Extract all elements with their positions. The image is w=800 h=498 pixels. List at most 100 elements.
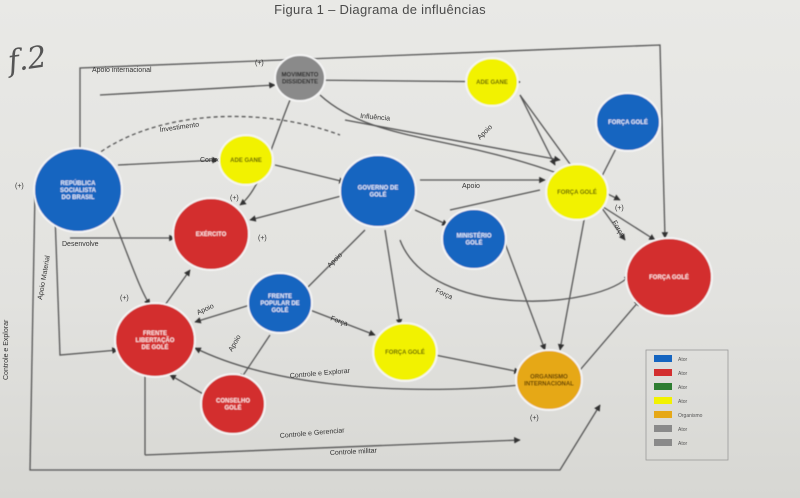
legend-swatch xyxy=(654,397,672,404)
node-circle xyxy=(625,237,713,317)
edge-line xyxy=(557,214,586,351)
node-exer: EXÉRCITO xyxy=(172,197,250,271)
legend-label: Ator xyxy=(678,371,688,377)
edge-label: Influência xyxy=(360,113,391,123)
edge-label: Apoio internacional xyxy=(92,67,152,74)
sign-label: (+) xyxy=(230,195,239,202)
edge-label: Força xyxy=(329,315,348,328)
edge-label: Controle e Gerenciar xyxy=(280,427,346,440)
edge-label: Desenvolve xyxy=(62,241,99,248)
edge-line xyxy=(434,354,521,375)
legend-swatch xyxy=(654,425,672,432)
edge-line xyxy=(599,204,656,241)
edge-line xyxy=(239,334,271,381)
edge-label: Força xyxy=(610,220,625,239)
node-y2: ADE GANE xyxy=(218,134,274,186)
legend-swatch xyxy=(654,411,672,418)
node-circle xyxy=(218,134,274,186)
sign-label: (+) xyxy=(258,235,267,242)
legend-swatch xyxy=(654,439,672,446)
node-label: ADE GANE xyxy=(230,158,262,164)
edge-label: Controle e Explorar xyxy=(290,368,351,380)
node-label: FORÇA GOLÉ xyxy=(557,188,597,196)
edge-line xyxy=(499,229,546,351)
edge-label: Apoio xyxy=(462,183,480,190)
edge-line xyxy=(194,304,251,324)
node-label: FORÇA GOLÉ xyxy=(608,118,648,126)
node-yforca: FORÇA GOLÉ xyxy=(372,322,438,382)
node-circle xyxy=(33,147,123,233)
edge-line xyxy=(449,189,541,211)
edge-line xyxy=(309,309,376,336)
node-y1: ADE GANE xyxy=(465,57,519,107)
edge-label: Controle militar xyxy=(330,448,378,457)
edge-line xyxy=(169,374,206,396)
node-circle xyxy=(441,208,507,270)
legend-label: Ator xyxy=(678,385,688,391)
sign-label: (+) xyxy=(530,415,539,422)
node-ysmall: FORÇA GOLÉ xyxy=(545,163,609,221)
legend-label: Ator xyxy=(678,357,688,363)
node-b2: FORÇA GOLÉ xyxy=(595,92,661,152)
node-circle xyxy=(200,373,266,435)
edge-line xyxy=(344,119,561,163)
edge-label: Investimento xyxy=(159,122,199,134)
figure-title: Figura 1 – Diagrama de influências xyxy=(274,2,486,17)
legend-label: Ator xyxy=(678,399,688,405)
edge-label: Apoio Material xyxy=(37,255,52,301)
edge-label: Força xyxy=(434,287,453,301)
node-circle xyxy=(545,163,609,221)
edge-line xyxy=(89,115,341,161)
edge-line xyxy=(194,347,521,391)
edge-line xyxy=(164,269,191,306)
sign-label: (+) xyxy=(120,295,129,302)
legend-label: Ator xyxy=(678,427,688,433)
edge-label: Controle e Explorar xyxy=(3,319,10,380)
edge-line xyxy=(249,194,346,222)
edge-line xyxy=(99,82,276,96)
node-label: FORÇA GOLÉ xyxy=(385,348,425,356)
edge-label: Apoio xyxy=(196,303,215,317)
node-circle xyxy=(372,322,438,382)
sign-label: (+) xyxy=(615,205,624,212)
edge-line xyxy=(79,44,669,239)
legend-frame xyxy=(645,349,729,461)
edge-line xyxy=(399,239,631,302)
edge-line xyxy=(414,209,449,226)
edge-label: Apoio xyxy=(228,334,243,353)
edge-line xyxy=(519,94,556,166)
sign-label: (+) xyxy=(255,60,264,67)
node-label: FORÇA GOLÉ xyxy=(649,273,689,281)
node-circle xyxy=(247,272,313,334)
legend-swatch xyxy=(654,355,672,362)
edge-label: Controla xyxy=(200,157,227,164)
edge-line xyxy=(144,436,521,456)
legend-label: Organismo xyxy=(678,413,703,419)
edge-line xyxy=(299,229,366,296)
node-circle xyxy=(172,197,250,271)
edge-line xyxy=(274,164,346,184)
node-circle xyxy=(465,57,519,107)
node-circle xyxy=(339,154,417,228)
node-circle xyxy=(515,349,583,411)
node-label: ADE GANE xyxy=(476,80,508,86)
node-redbig: FORÇA GOLÉ xyxy=(625,237,713,317)
edge-line xyxy=(384,229,403,326)
edge-label: Apoio xyxy=(476,124,494,142)
edge-line xyxy=(109,209,151,306)
